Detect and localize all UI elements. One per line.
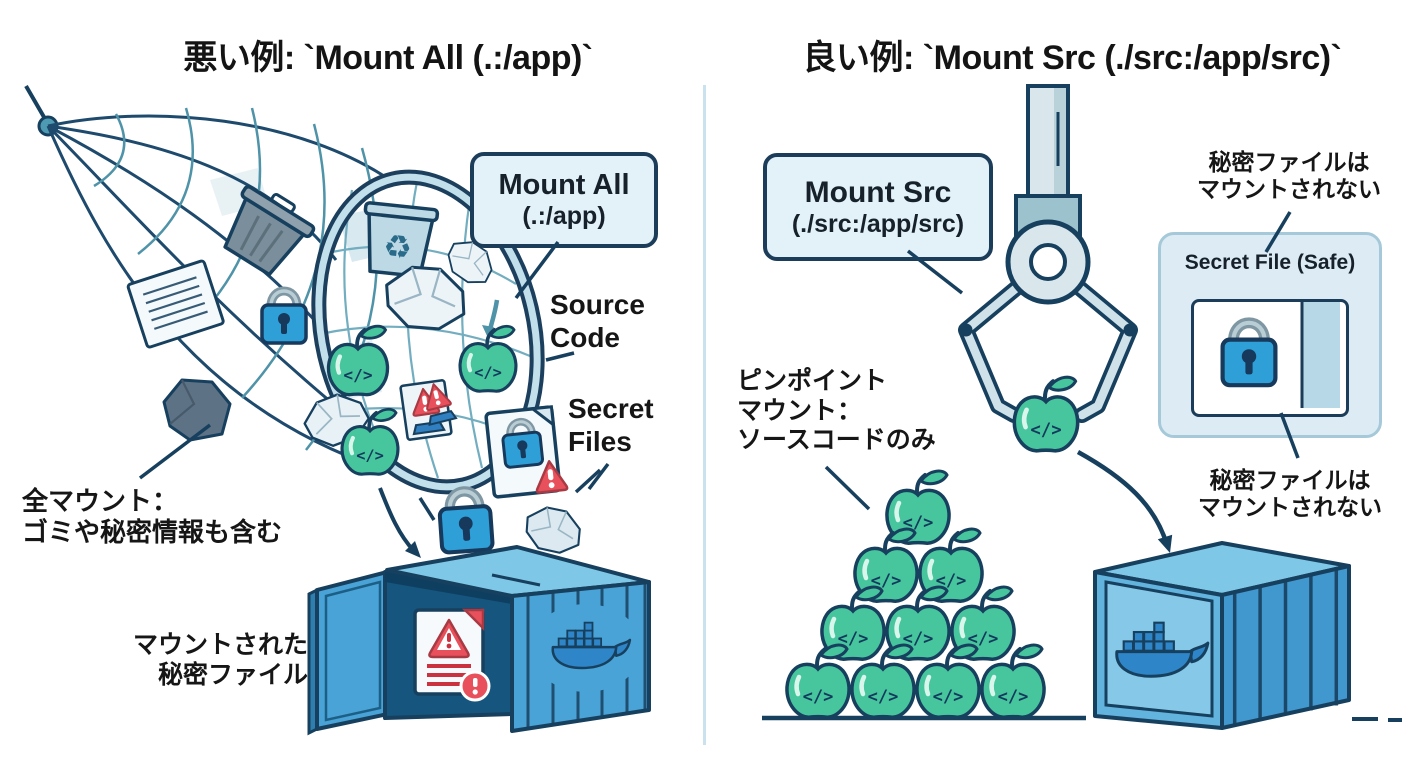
apple-code-icon (887, 587, 949, 659)
trash-bag-icon (162, 378, 232, 442)
falling-padlock-icon (438, 490, 493, 553)
pinpoint-mount-label: ピンポイント マウント： ソースコードのみ (737, 367, 936, 454)
container-interior (383, 570, 514, 720)
apple-code-icon (887, 471, 949, 543)
callout-line (587, 462, 610, 491)
center-divider (703, 85, 706, 745)
recycle-bin-icon: ♻ (363, 201, 440, 279)
apple-code-icon (982, 645, 1044, 717)
mounted-secret-doc-icon (413, 608, 491, 702)
claw-arm (1068, 277, 1138, 423)
spill-arrow (378, 487, 416, 553)
warning-file-icon (399, 379, 453, 441)
mount-all-line1: Mount All (498, 169, 630, 201)
apple-code-icon (917, 645, 979, 717)
apple-code-icon (855, 529, 917, 601)
net-group (24, 84, 545, 495)
apple-code-icon (787, 645, 849, 717)
docker-whale-icon (1115, 621, 1210, 678)
apple-code-icon (328, 326, 387, 395)
net-knot (37, 115, 59, 137)
crumpled-paper-icon (298, 387, 375, 453)
not-mounted-bottom-label: 秘密ファイルは マウントされない (1198, 467, 1382, 521)
safe-padlock-icon (1223, 323, 1276, 385)
crumpled-paper-icon (378, 259, 473, 338)
apple-code-icon (920, 529, 982, 601)
apple-code-icon (460, 326, 516, 391)
secret-file-safe-panel: Secret File (Safe) (1158, 232, 1382, 438)
safe-panel-title: Secret File (Safe) (1184, 251, 1356, 274)
document-icon (126, 259, 225, 349)
mount-src-line2: (./src:/app/src) (791, 209, 965, 238)
not-mounted-top-label: 秘密ファイルは マウントされない (1197, 149, 1381, 203)
recycle-symbol: ♻ (382, 228, 414, 267)
docker-container-closed (1093, 541, 1351, 730)
title-good-example: 良い例: `Mount Src (./src:/app/src)` (802, 39, 1342, 77)
warning-item-icon (420, 380, 458, 427)
mount-arrow (1076, 450, 1170, 546)
crumpled-paper-icon (518, 499, 589, 561)
mount-all-line2: (.:/app) (522, 202, 606, 230)
mount-src-line1: Mount Src (804, 175, 952, 209)
full-mount-label: 全マウント： ゴミや秘密情報も含む (22, 486, 283, 547)
callout-line (138, 423, 212, 480)
safe-file-card (1191, 299, 1349, 417)
apple-code-icon (852, 645, 914, 717)
secret-files-label: Secret Files (568, 393, 654, 458)
mounted-secret-label: マウントされた 秘密ファイル (132, 631, 308, 689)
source-code-label: Source Code (550, 289, 645, 354)
callout-line (824, 465, 871, 511)
mount-all-label-box: Mount All (.:/app) (470, 152, 658, 248)
docker-container-open (307, 545, 651, 736)
drop-arrowhead (482, 325, 494, 338)
apple-code-icon (822, 587, 884, 659)
secret-file-icon (484, 405, 569, 499)
docker-whale-icon (551, 621, 632, 670)
trash-can-icon (223, 185, 316, 277)
apple-code-icon (342, 409, 398, 474)
padlock-icon (262, 291, 306, 343)
apple-code-icon (952, 587, 1014, 659)
title-bad-example: 悪い例: `Mount All (.:/app)` (183, 39, 593, 77)
dashed-ground-line (1352, 717, 1402, 722)
claw-arm (958, 277, 1028, 423)
mount-src-label-box: Mount Src (./src:/app/src) (763, 153, 993, 261)
claw-joint (1005, 219, 1091, 305)
container-door (315, 570, 390, 731)
apple-code-icon (1014, 377, 1077, 451)
apple-pyramid (787, 471, 1044, 717)
